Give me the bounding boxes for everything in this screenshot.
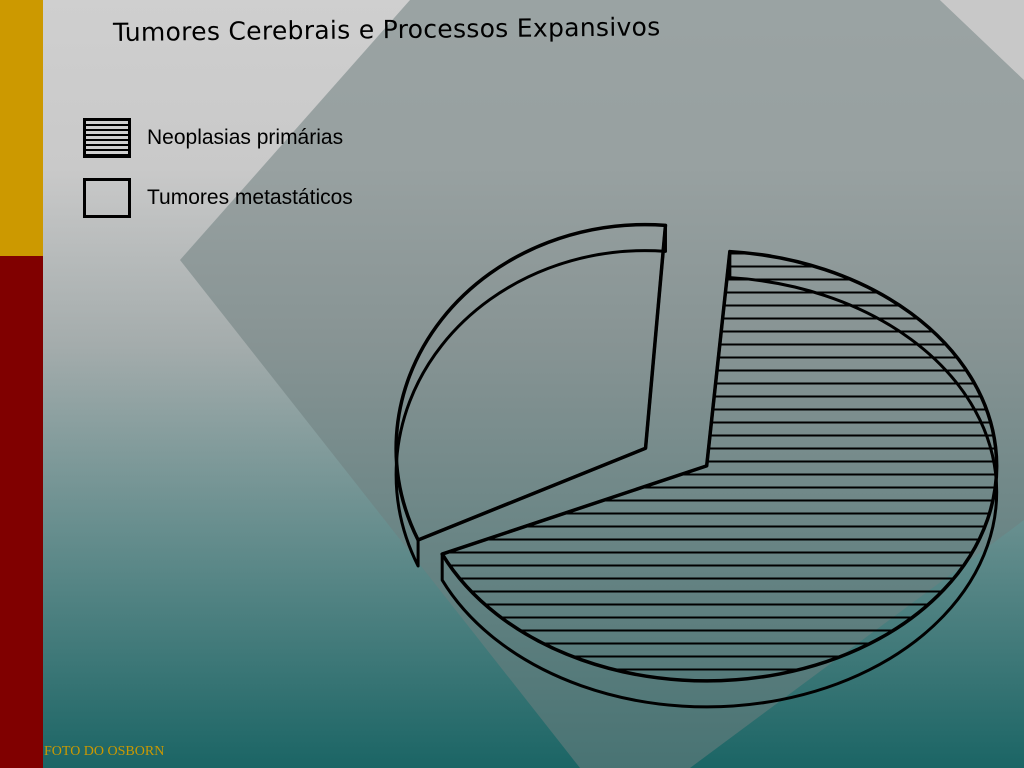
- legend-label: Tumores metastáticos: [147, 186, 353, 209]
- background-corner-triangle: [940, 0, 1024, 80]
- pie-slice-metastaticos: [394, 222, 668, 568]
- pie-slice-top-neoplasias: [440, 249, 999, 683]
- legend-item-neoplasias: Neoplasias primárias: [83, 114, 343, 162]
- pie-slice-neoplasias: [440, 249, 999, 709]
- source-note: FOTO DO OSBORN: [44, 744, 165, 759]
- chart-title: Tumores Cerebrais e Processos Expansivos: [112, 12, 661, 47]
- legend-label: Neoplasias primárias: [147, 126, 344, 149]
- legend-swatch-plain: [83, 178, 131, 218]
- legend-item-metastaticos: Tumores metastáticos: [83, 174, 353, 222]
- pie-slice-side-metastaticos: [394, 223, 667, 568]
- side-bar-gold: [0, 0, 43, 256]
- side-bar-red: [0, 256, 43, 768]
- pie-slice-top-metastaticos: [394, 222, 668, 542]
- legend-swatch-hatched: [83, 118, 131, 158]
